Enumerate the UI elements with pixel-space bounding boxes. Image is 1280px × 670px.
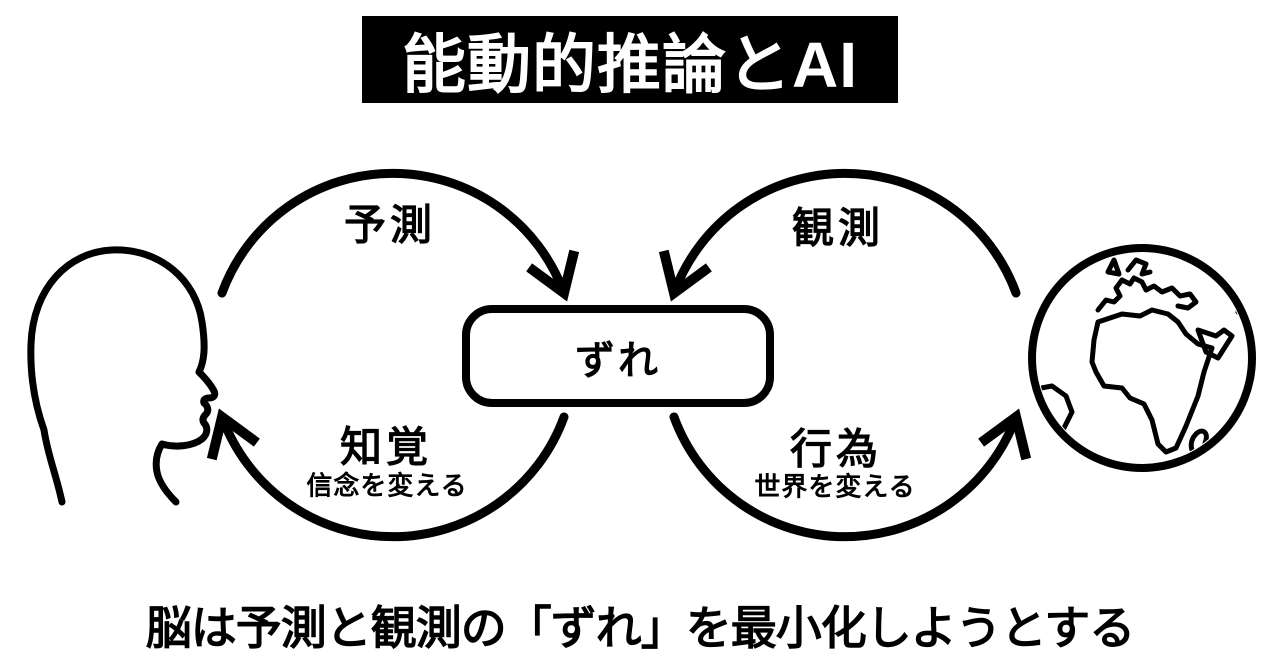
observation-arrow	[658, 168, 1021, 302]
head-icon	[27, 246, 219, 506]
discrepancy-label: ずれ	[575, 339, 661, 383]
perception-sublabel: 信念を変える	[306, 470, 468, 501]
observation-label: 観測	[791, 204, 885, 252]
perception-arrow	[206, 408, 569, 542]
action-label: 行為	[789, 425, 883, 473]
page-title: 能動的推論とAI	[362, 16, 898, 103]
action-sublabel: 世界を変える	[754, 471, 916, 502]
perception-label: 知覚	[339, 423, 433, 471]
prediction-arrow	[217, 168, 580, 302]
prediction-label: 予測	[343, 201, 437, 249]
earth-icon	[1028, 244, 1256, 472]
action-arrow	[669, 408, 1032, 542]
discrepancy-box	[462, 305, 774, 407]
caption: 脳は予測と観測の「ずれ」を最小化しようとする	[145, 602, 1136, 654]
